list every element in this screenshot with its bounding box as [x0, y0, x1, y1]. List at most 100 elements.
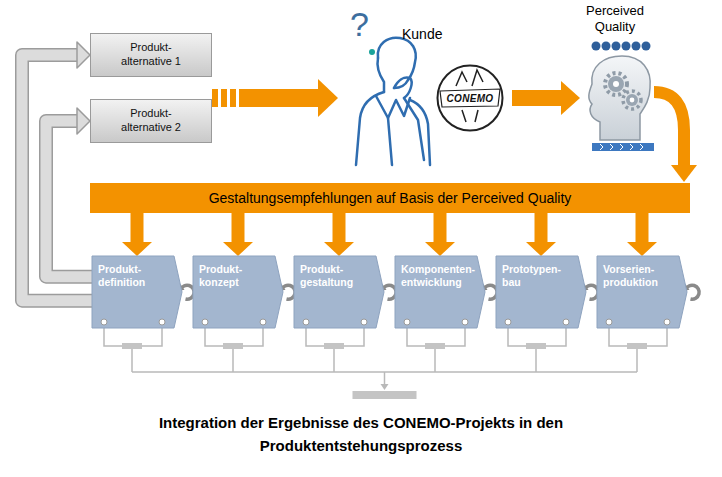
scale-chevrons [600, 144, 643, 150]
node-text: Produkt- konzept [199, 263, 275, 289]
node-text: Produkt- definition [98, 263, 174, 289]
feedback-line [609, 328, 627, 346]
node-text: Produkt- alternative 2 [112, 107, 190, 135]
scale-bar [592, 143, 654, 151]
feedback-line [232, 349, 234, 372]
feedback-line [131, 349, 133, 372]
connector-outline [46, 121, 92, 277]
process-step: Produkt- definition [92, 256, 182, 328]
connector-arrow [223, 213, 253, 256]
body-line [356, 92, 384, 165]
feedback-node [223, 343, 243, 349]
port-dot [202, 319, 208, 325]
feedback-node [526, 343, 546, 349]
recommendation-band: Gestaltungsempfehlungen auf Basis der Pe… [90, 183, 690, 213]
feedback-line [333, 349, 335, 372]
connector-line [636, 213, 649, 243]
step-shape [496, 256, 586, 328]
port-dot [505, 319, 511, 325]
connector-arrow [526, 213, 556, 256]
feedback-node [425, 343, 445, 349]
logo-circle: CONEMO [436, 64, 504, 132]
question-mark: ? [350, 4, 380, 45]
feedback-arrowhead [381, 384, 389, 390]
arrow-shaft [512, 90, 562, 106]
feedback-node [324, 343, 344, 349]
connector-line [333, 213, 346, 243]
arrow-head [561, 81, 580, 115]
step-shape [294, 256, 384, 328]
port-dot [159, 319, 165, 325]
arrow-shaft [239, 89, 319, 107]
gear [626, 94, 638, 106]
product-box: Produkt- alternative 1 [90, 33, 212, 77]
connector-line [131, 213, 144, 243]
feedback-network [104, 328, 667, 399]
step-shape [597, 256, 687, 328]
process-step: Prototypen- bau [496, 256, 586, 328]
feedback-line [407, 328, 425, 346]
step-shape [395, 256, 485, 328]
port-dot [404, 319, 410, 325]
node-text: Prototypen- bau [502, 263, 578, 289]
process-step: Komponenten- entwicklung [395, 256, 485, 328]
gear-teeth [623, 91, 641, 109]
feedback-line [306, 328, 324, 346]
logo-banner [440, 89, 500, 107]
logo-ring [438, 66, 503, 131]
icon-dot [622, 42, 631, 51]
gear-teeth [605, 73, 627, 95]
icon-dot [602, 42, 611, 51]
gear-hub [613, 81, 619, 87]
icon-dot [612, 42, 621, 51]
feedback-line [535, 349, 537, 372]
arrow-stripe [221, 89, 227, 107]
icon-dot [632, 42, 641, 51]
feedback-line [384, 372, 386, 386]
node-text: Vorserien- produktion [603, 263, 679, 289]
feedback-line [344, 328, 364, 346]
connector-arrow [22, 42, 92, 301]
process-step: Vorserien- produktion [597, 256, 687, 328]
connector-head [425, 242, 455, 256]
hand-outline [394, 77, 412, 98]
node-text: Gestaltungsempfehlungen auf Basis der Pe… [209, 190, 572, 206]
customer-label: Kunde [402, 26, 462, 43]
node-text: Produkt- gestaltung [300, 263, 376, 289]
connector-head [526, 242, 556, 256]
product-box: Produkt- alternative 2 [90, 99, 212, 143]
connector-line [232, 213, 245, 243]
feedback-line [508, 328, 526, 346]
node-text: Komponenten- entwicklung [401, 263, 477, 289]
connector-head [223, 242, 253, 256]
quality-label: Perceived Quality [570, 3, 660, 34]
feedback-node [627, 343, 647, 349]
feedback-line [636, 349, 638, 372]
collar-line [376, 96, 410, 118]
figure-caption: Integration der Ergebnisse des CONEMO-Pr… [121, 412, 601, 457]
feedback-node [353, 391, 417, 399]
body-line [410, 100, 430, 165]
port-dot [606, 319, 612, 325]
port-dot [664, 319, 670, 325]
arrow-shaft [654, 92, 684, 166]
arrow-head [318, 79, 338, 117]
port-dot [563, 319, 569, 325]
icon-dot [592, 42, 601, 51]
connector-arrow [46, 108, 92, 277]
neck-line [377, 58, 384, 92]
arrow-head [671, 165, 697, 182]
connector-arrow [627, 213, 657, 256]
process-step: Produkt- gestaltung [294, 256, 384, 328]
feedback-line [142, 328, 162, 346]
connector-head [324, 242, 354, 256]
connector-line [46, 121, 92, 277]
connector-head [77, 108, 90, 134]
connector-head [77, 42, 90, 68]
connector-head [122, 242, 152, 256]
node-text: Produkt- alternative 1 [112, 41, 190, 69]
feedback-line [205, 328, 223, 346]
feedback-line [104, 328, 122, 346]
